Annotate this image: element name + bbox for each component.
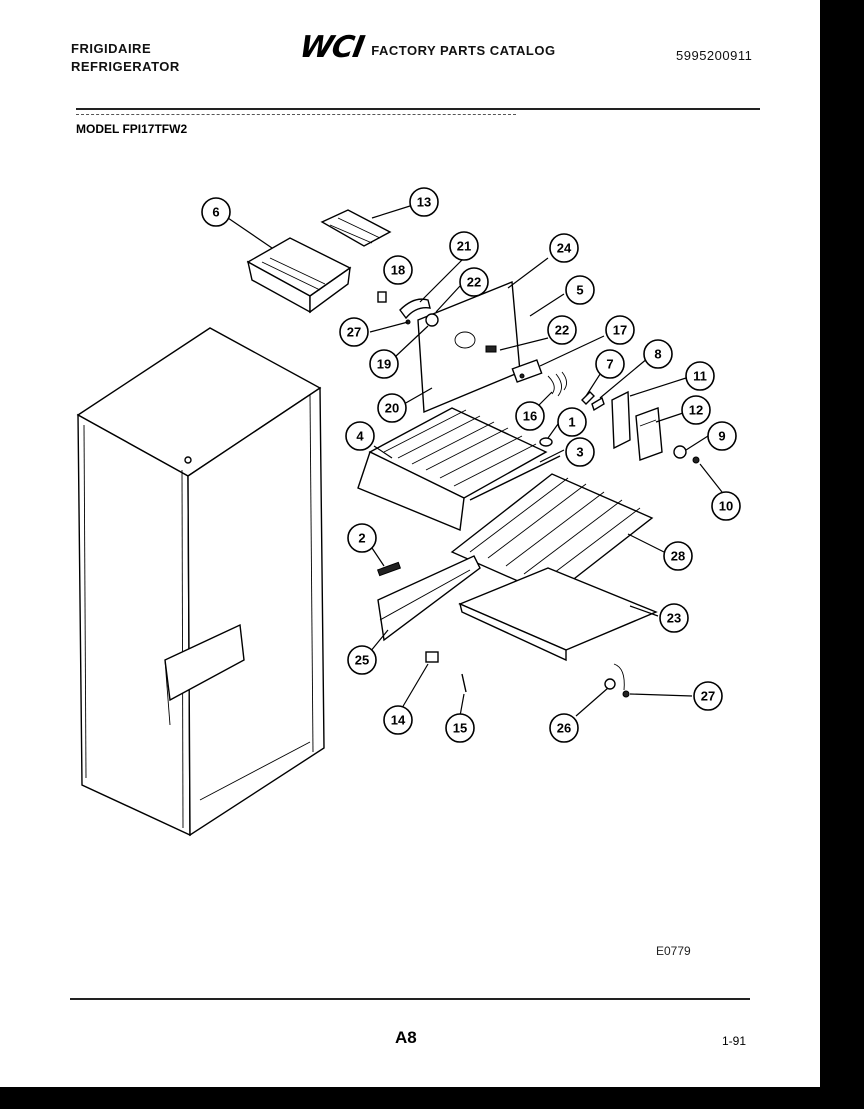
ice-tray-part bbox=[320, 209, 392, 247]
leader-lines bbox=[227, 205, 723, 717]
callout-label: 19 bbox=[377, 357, 391, 372]
callout-18: 18 bbox=[383, 255, 413, 285]
callout-label: 9 bbox=[718, 429, 725, 444]
callout-label: 16 bbox=[523, 409, 537, 424]
bulb-socket-parts bbox=[673, 445, 700, 464]
callout-label: 11 bbox=[693, 369, 707, 384]
clip-parts bbox=[581, 391, 605, 412]
callout-1: 1 bbox=[557, 407, 587, 437]
callout-22-lower: 22 bbox=[547, 315, 577, 345]
callout-label: 12 bbox=[689, 403, 703, 418]
footer-rule bbox=[70, 998, 750, 1000]
callout-label: 15 bbox=[453, 721, 467, 736]
callout-label: 27 bbox=[701, 689, 715, 704]
model-number: MODEL FPI17TFW2 bbox=[76, 122, 188, 136]
callout-8: 8 bbox=[643, 339, 673, 369]
callout-21: 21 bbox=[449, 231, 479, 261]
callout-label: 22 bbox=[467, 275, 481, 290]
callout-label: 23 bbox=[667, 611, 681, 626]
callout-label: 6 bbox=[212, 205, 219, 220]
callout-14: 14 bbox=[383, 705, 413, 735]
callout-label: 25 bbox=[355, 653, 369, 668]
callout-10: 10 bbox=[711, 491, 741, 521]
pin-part bbox=[376, 561, 402, 577]
callout-label: 21 bbox=[457, 239, 471, 254]
callout-19: 19 bbox=[369, 349, 399, 379]
callout-label: 8 bbox=[654, 347, 661, 362]
callout-label: 7 bbox=[606, 357, 613, 372]
shelf-grid-part bbox=[357, 407, 548, 531]
header-rule bbox=[76, 108, 760, 110]
callout-25: 25 bbox=[347, 645, 377, 675]
catalog-part-number: 5995200911 bbox=[676, 48, 753, 63]
callout-6: 6 bbox=[201, 197, 231, 227]
light-housing-part bbox=[611, 390, 663, 461]
callout-label: 26 bbox=[557, 721, 571, 736]
drawing-code: E0779 bbox=[656, 944, 691, 958]
callout-label: 28 bbox=[671, 549, 685, 564]
product-type: REFRIGERATOR bbox=[71, 59, 180, 74]
page-number: A8 bbox=[395, 1028, 417, 1047]
hinge-parts bbox=[425, 651, 467, 693]
callout-label: 1 bbox=[568, 415, 575, 430]
brand-name: FRIGIDAIRE bbox=[71, 41, 152, 56]
callout-22-upper: 22 bbox=[459, 267, 489, 297]
header-rule-dashed bbox=[76, 114, 516, 115]
catalog-label: FACTORY PARTS CATALOG bbox=[371, 43, 556, 58]
callout-label: 27 bbox=[347, 325, 361, 340]
callout-label: 20 bbox=[385, 401, 399, 416]
evaporator-cover-part bbox=[417, 280, 521, 414]
callout-9: 9 bbox=[707, 421, 737, 451]
callout-label: 2 bbox=[358, 531, 365, 546]
callout-11: 11 bbox=[685, 361, 715, 391]
callout-5: 5 bbox=[565, 275, 595, 305]
cabinet-liner bbox=[76, 327, 325, 837]
rail-parts bbox=[469, 437, 561, 501]
drawer-pan-part bbox=[246, 237, 352, 314]
callout-27-upper: 27 bbox=[339, 317, 369, 347]
wiring-part bbox=[547, 371, 567, 397]
screw-parts bbox=[604, 663, 630, 698]
callout-20: 20 bbox=[377, 393, 407, 423]
callout-23: 23 bbox=[659, 603, 689, 633]
crisper-cover-part bbox=[458, 567, 658, 662]
callout-12: 12 bbox=[681, 395, 711, 425]
callout-label: 5 bbox=[576, 283, 583, 298]
callout-26: 26 bbox=[549, 713, 579, 743]
callout-13: 13 bbox=[409, 187, 439, 217]
callout-24: 24 bbox=[549, 233, 579, 263]
revision-date: 1-91 bbox=[722, 1034, 747, 1048]
callout-16: 16 bbox=[515, 401, 545, 431]
callout-label: 13 bbox=[417, 195, 431, 210]
callout-7: 7 bbox=[595, 349, 625, 379]
callout-4: 4 bbox=[345, 421, 375, 451]
callout-3: 3 bbox=[565, 437, 595, 467]
brand-block: FRIGIDAIRE REFRIGERATOR bbox=[71, 40, 180, 76]
callout-27-lower: 27 bbox=[693, 681, 723, 711]
callout-label: 14 bbox=[391, 713, 406, 728]
catalog-page: FRIGIDAIRE REFRIGERATOR WCI FACTORY PART… bbox=[0, 0, 820, 1087]
frame-part bbox=[377, 555, 481, 642]
small-fittings bbox=[377, 291, 439, 327]
callout-28: 28 bbox=[663, 541, 693, 571]
callout-label: 10 bbox=[719, 499, 733, 514]
callout-label: 17 bbox=[613, 323, 627, 338]
callout-15: 15 bbox=[445, 713, 475, 743]
callout-label: 4 bbox=[356, 429, 364, 444]
callout-17: 17 bbox=[605, 315, 635, 345]
callout-label: 3 bbox=[576, 445, 583, 460]
callout-label: 18 bbox=[391, 263, 405, 278]
catalog-title: WCI FACTORY PARTS CATALOG bbox=[297, 30, 556, 65]
thermostat-part bbox=[511, 359, 543, 383]
callout-label: 24 bbox=[557, 241, 572, 256]
callout-label: 22 bbox=[555, 323, 569, 338]
exploded-parts-diagram: 1 2 3 4 5 6 7 8 9 10 11 12 13 14 15 16 1… bbox=[76, 187, 741, 837]
callout-2: 2 bbox=[347, 523, 377, 553]
